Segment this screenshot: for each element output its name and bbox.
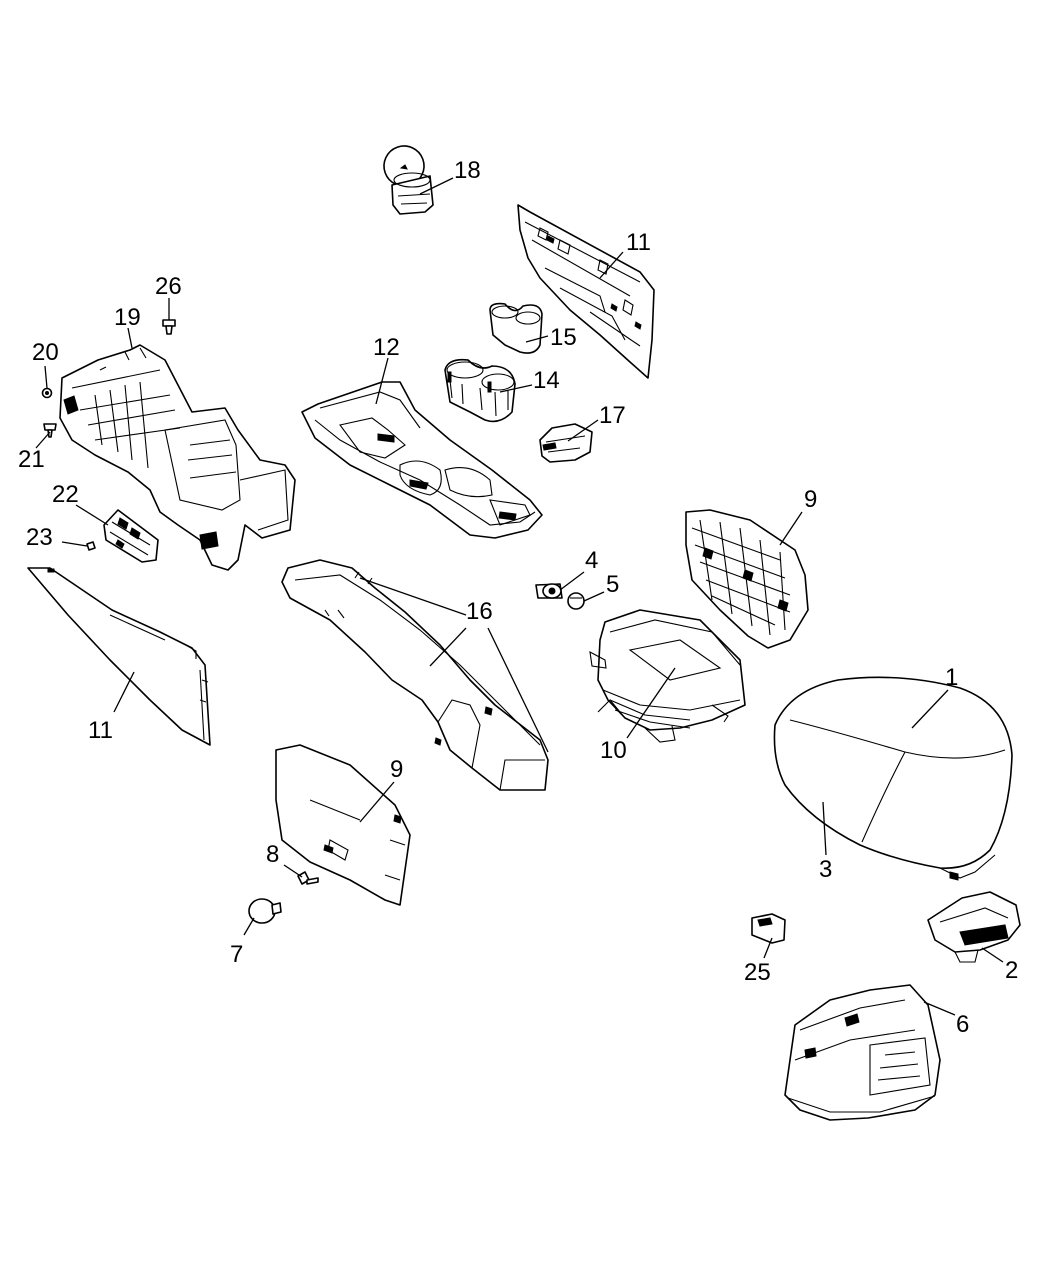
callout-9-lower: 9	[390, 756, 403, 783]
callout-23: 23	[26, 524, 53, 551]
callout-18: 18	[454, 157, 481, 184]
part-20-nut	[41, 387, 53, 399]
part-6-rear-cover	[784, 984, 941, 1121]
part-4-power-outlet	[535, 583, 563, 599]
callout-15: 15	[550, 324, 577, 351]
part-7-push-pin	[248, 898, 282, 924]
callout-14: 14	[533, 367, 560, 394]
part-9-rear-panel-right	[685, 509, 809, 649]
part-10-storage-bin	[589, 609, 746, 743]
part-12-console-bezel	[301, 381, 543, 539]
part-15-cup-sleeve	[489, 302, 543, 354]
part-11-left-side-panel	[27, 567, 211, 746]
callout-2: 2	[1005, 957, 1018, 984]
part-11-right-side-panel	[517, 204, 655, 379]
callout-11-left: 11	[88, 717, 113, 744]
part-5-cap	[567, 592, 585, 610]
part-26-screw	[162, 319, 176, 335]
part-23-nut	[86, 541, 96, 551]
callout-5: 5	[606, 571, 619, 598]
part-25-switch	[751, 913, 786, 944]
part-21-bolt	[43, 423, 57, 438]
callout-21: 21	[18, 446, 45, 473]
callout-7: 7	[230, 941, 243, 968]
callout-26: 26	[155, 273, 182, 300]
part-8-screw	[297, 871, 319, 885]
callout-20: 20	[32, 339, 59, 366]
callout-22: 22	[52, 481, 79, 508]
callout-25: 25	[744, 959, 771, 986]
part-9-front-panel-lower	[275, 744, 411, 906]
part-1-3-armrest	[773, 676, 1013, 881]
callout-1: 1	[945, 664, 958, 691]
callout-16: 16	[466, 598, 493, 625]
callout-10: 10	[600, 737, 627, 764]
callout-8: 8	[266, 841, 279, 868]
callout-6: 6	[956, 1011, 969, 1038]
callout-17: 17	[599, 402, 626, 429]
callout-labels: 1 2 3 4 5 6 7 8 9 9 10 11 11 12 14 15 16…	[18, 157, 1018, 1038]
callout-4: 4	[585, 547, 598, 574]
part-18-cup-holder-lid	[383, 145, 434, 215]
part-2-armrest-bracket	[927, 891, 1021, 963]
part-19-console-frame	[59, 344, 296, 571]
callout-12: 12	[373, 334, 400, 361]
callout-11-right: 11	[626, 229, 651, 256]
part-14-dual-cup-holder	[444, 358, 516, 423]
part-22-switch-module	[103, 509, 159, 563]
part-16-air-duct	[281, 559, 549, 791]
leader-lines	[35, 177, 1004, 1016]
callout-19: 19	[114, 304, 141, 331]
callout-3: 3	[819, 856, 832, 883]
callout-9-right: 9	[804, 486, 817, 513]
